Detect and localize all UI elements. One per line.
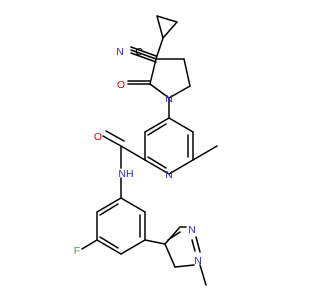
- molecule-diagram: N C O N N O NH F N N: [74, 15, 218, 286]
- atom-n-lactam: N: [165, 93, 173, 105]
- fluorophenyl-ring: [81, 197, 146, 255]
- atom-labels: N C O N N O NH F N N: [74, 46, 202, 267]
- atom-n-pyrazole-1: N: [194, 255, 202, 267]
- atom-o-lactam: O: [117, 79, 125, 91]
- nitrile-group: [130, 46, 157, 63]
- atom-n-pyridine: N: [165, 169, 173, 181]
- atom-n-pyrazole-2: N: [188, 224, 196, 236]
- cyclopropyl-ring: [155, 15, 178, 60]
- atom-n-nitrile: N: [116, 46, 124, 58]
- structure-svg: N C O N N O NH F N N: [74, 15, 218, 286]
- pyrrolidinone-ring: [127, 58, 191, 99]
- pyridine-ring: [144, 117, 218, 175]
- amide-group: [102, 130, 146, 169]
- atom-nh-amide: NH: [118, 168, 133, 180]
- biaryl-bond: [144, 239, 166, 245]
- atom-f-aryl: F: [74, 245, 80, 257]
- atom-o-amide: O: [94, 131, 102, 143]
- pyrazole-ring: [164, 226, 207, 286]
- atom-c-nitrile: C: [135, 46, 143, 58]
